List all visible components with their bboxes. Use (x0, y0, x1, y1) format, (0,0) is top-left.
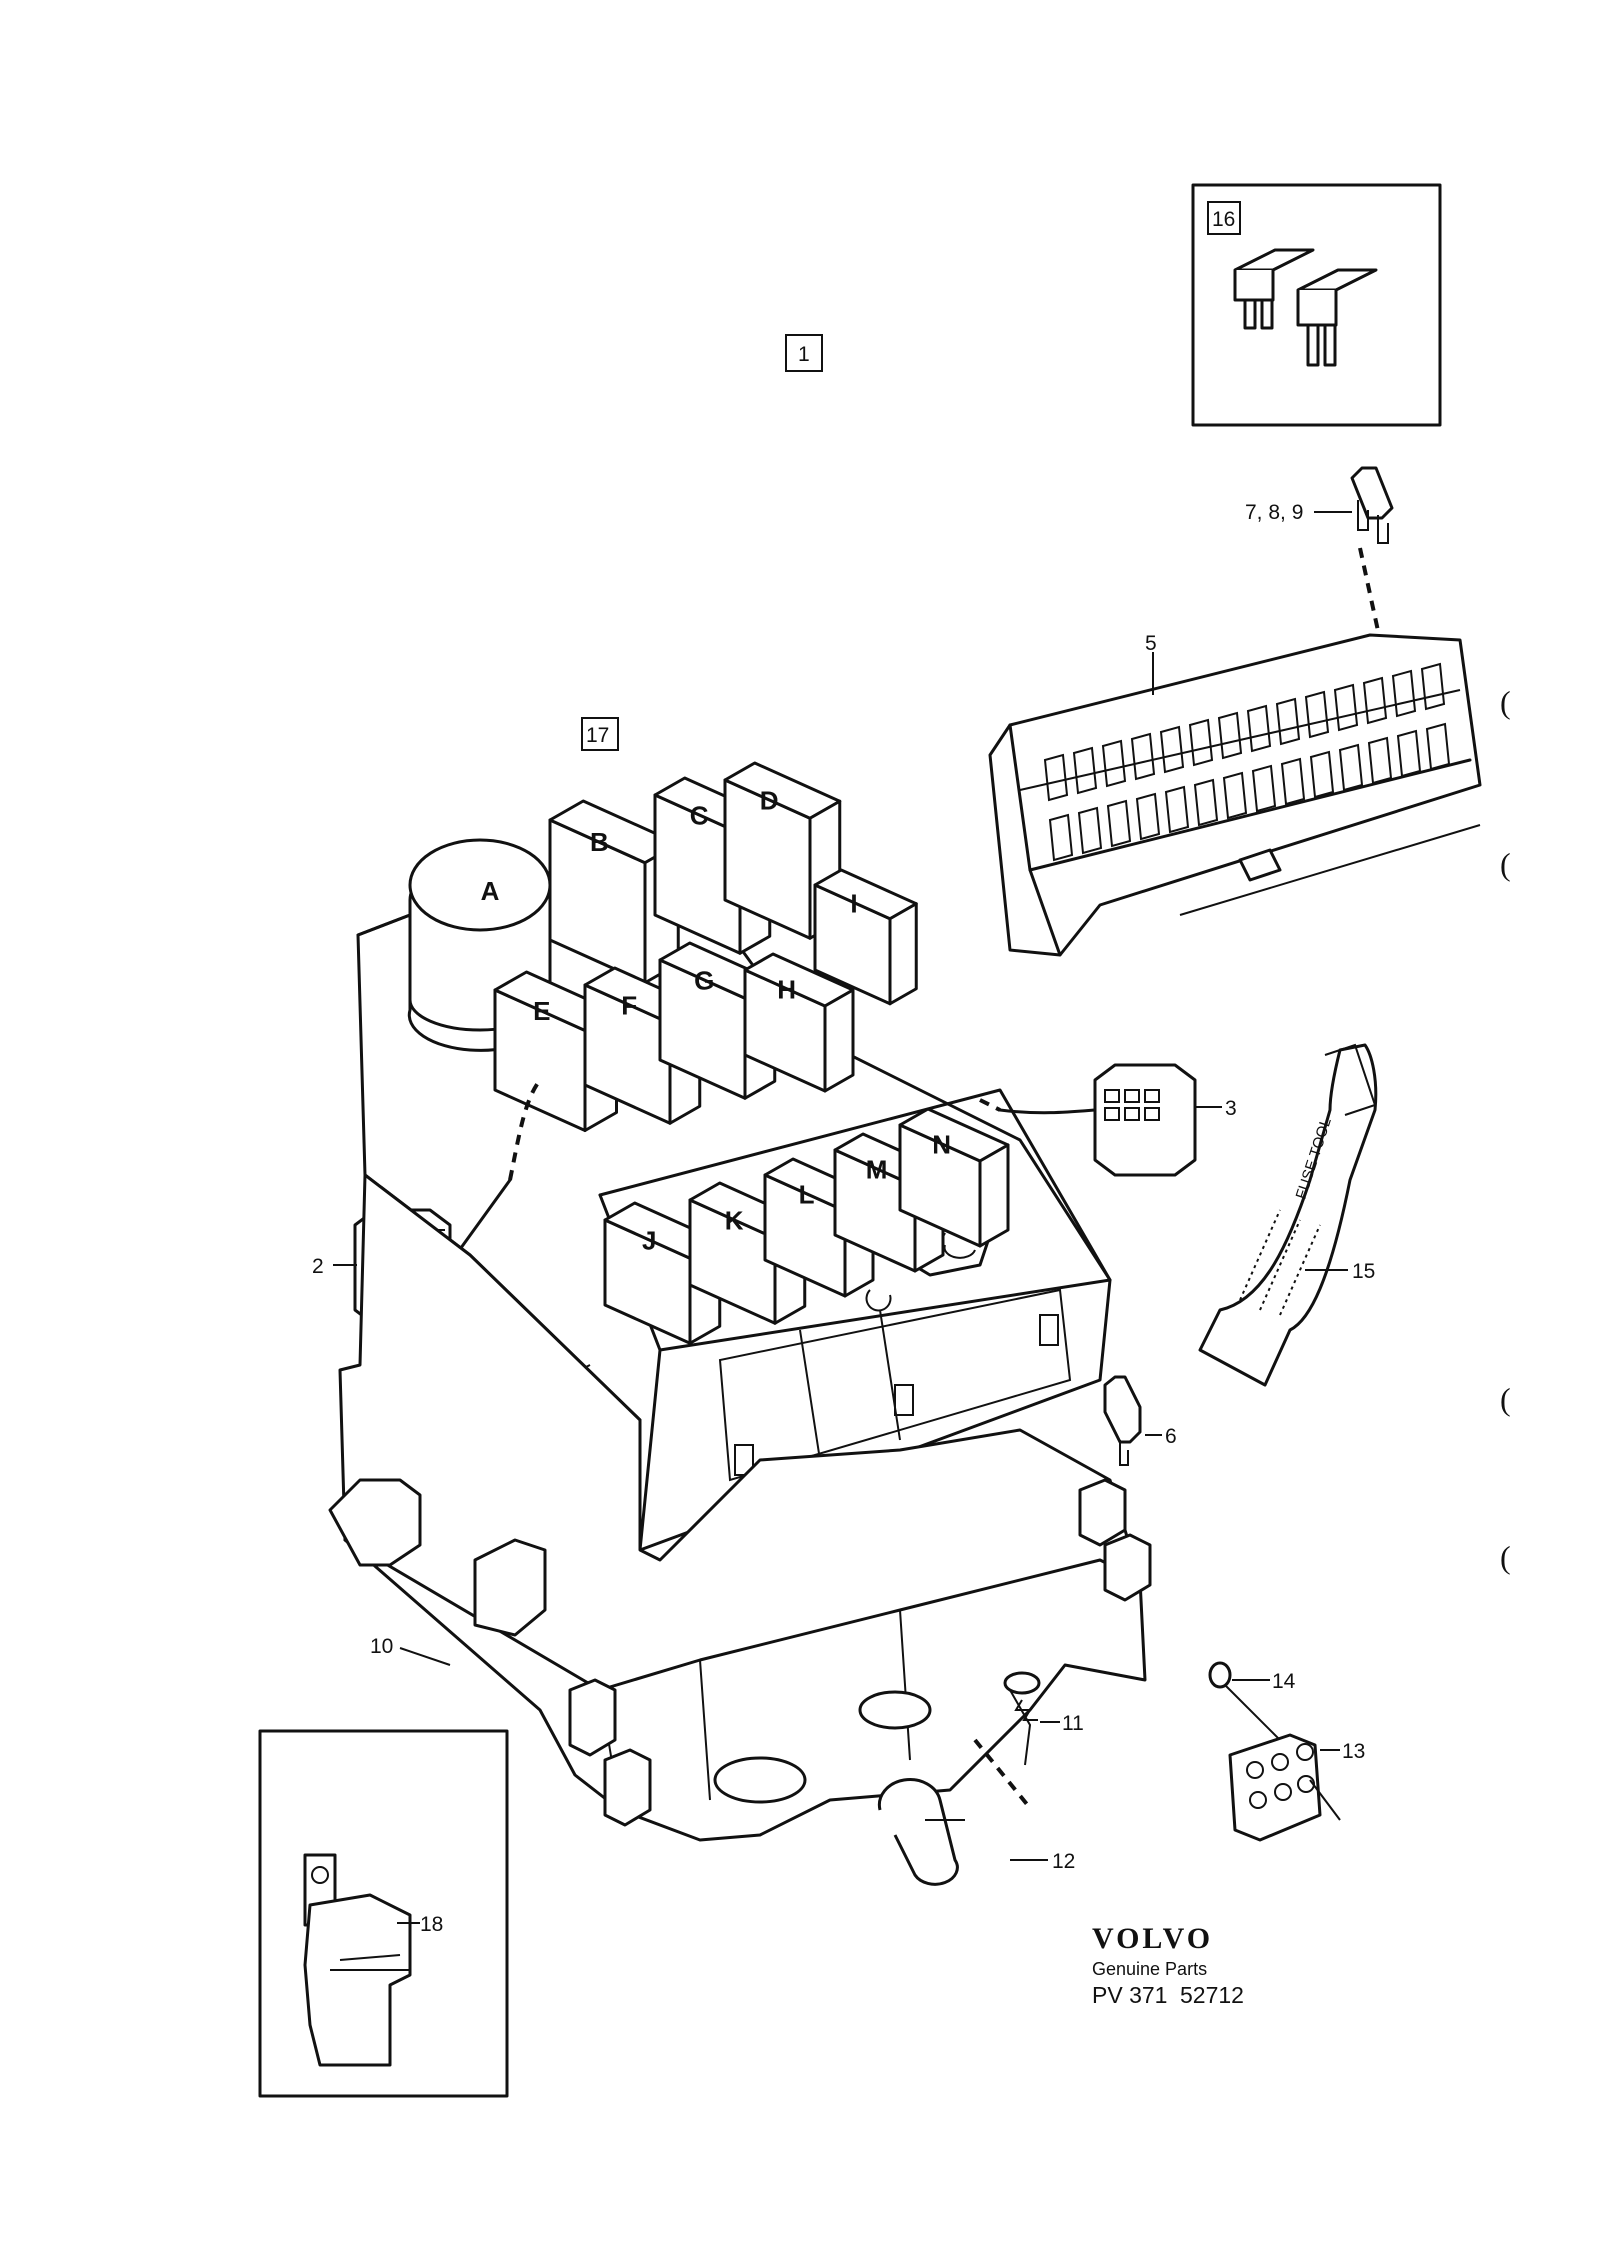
callout-3: 3 (1225, 1097, 1237, 1120)
relay-label-E: E (533, 996, 550, 1026)
relay-N: N (898, 1107, 1010, 1248)
relay-label-A: A (481, 876, 500, 906)
fuse-slot (1101, 739, 1127, 788)
fuse-panel (988, 633, 1482, 957)
fuse-tool: FUSE TOOL (1198, 1043, 1378, 1387)
relay-label-L: L (799, 1179, 815, 1209)
connector-3 (1093, 1063, 1197, 1177)
ref-box-17-frame: 17 (581, 717, 619, 751)
callout-6: 6 (1165, 1425, 1177, 1448)
callout-12: 12 (1052, 1850, 1075, 1873)
inset-fuses: 16 (1191, 183, 1442, 427)
callout-11: 11 (1062, 1712, 1084, 1735)
fuse-insert-path (1358, 547, 1382, 641)
fuse-slot (1188, 718, 1214, 767)
relay-label-N: N (932, 1129, 951, 1159)
brand-logo: VOLVO (1092, 1922, 1213, 1955)
fuse-slot (1072, 746, 1098, 795)
connector-2-route (508, 1078, 542, 1181)
fuse-slot (1246, 704, 1272, 753)
callout-2: 2 (312, 1255, 324, 1278)
leader-10 (399, 1647, 451, 1666)
base-tray (328, 1173, 1152, 1842)
edge-mark-4: ( (1500, 1539, 1511, 1575)
fuse-pair-icon (1233, 248, 1378, 367)
relay-label-B: B (590, 827, 609, 857)
fuse-slot (1251, 764, 1277, 813)
fuse-slot (1159, 725, 1185, 774)
relay-I: I (813, 868, 918, 1006)
terminal-plate-13 (1228, 1733, 1341, 1842)
ref-box-1-frame: 1 (785, 334, 823, 372)
screw-route (973, 1738, 1032, 1810)
fuse-slot (1367, 736, 1393, 785)
connector-3-route (979, 1098, 1001, 1112)
relay-label-J: J (642, 1225, 656, 1255)
fuse-slot (1106, 799, 1132, 848)
relay-J: J (603, 1201, 722, 1345)
part-code-number: 52712 (1180, 1982, 1244, 2008)
edge-mark-1: ( (1500, 684, 1511, 720)
relay-label-H: H (777, 974, 796, 1004)
relay-label-G: G (694, 965, 714, 995)
brand-block: VOLVO Genuine Parts PV 371 52712 (1092, 1922, 1244, 2008)
blade-fuse-icon (1350, 466, 1394, 544)
fuse-slot (1391, 669, 1417, 718)
fuse-slot (1333, 683, 1359, 732)
fuse-slot (1222, 771, 1248, 820)
fuse-slot (1077, 806, 1103, 855)
fuse-slot (1130, 732, 1156, 781)
fuse-slot (1217, 711, 1243, 760)
relay-label-K: K (725, 1205, 744, 1235)
fuse-6 (1103, 1375, 1142, 1466)
callout-10: 10 (370, 1635, 393, 1658)
relay-cube-group: B C D E F G H I J K L M N (493, 761, 1010, 1345)
fuse-slot (1362, 676, 1388, 725)
fuse-slot (1309, 750, 1335, 799)
edge-mark-2: ( (1500, 846, 1511, 882)
ref-box-17: 17 (586, 724, 609, 747)
clamp-12 (877, 1778, 965, 1886)
fuse-slot (1164, 785, 1190, 834)
relay-label-C: C (690, 800, 709, 830)
fuse-slot (1304, 690, 1330, 739)
fuse-slot (1338, 743, 1364, 792)
callout-7-8-9: 7, 8, 9 (1245, 501, 1303, 524)
fuse-slot (1193, 778, 1219, 827)
ref-box-16: 16 (1212, 208, 1235, 231)
part-code-prefix: PV 371 (1092, 1982, 1167, 2008)
fuse-slot (1425, 722, 1451, 771)
relay-label-M: M (866, 1154, 888, 1184)
relay-label-I: I (850, 889, 857, 919)
inset-18 (258, 1729, 509, 2098)
fuse-slot (1043, 753, 1069, 802)
callout-5: 5 (1145, 632, 1157, 655)
screw-11 (1003, 1671, 1041, 1766)
callout-18: 18 (420, 1913, 443, 1936)
relay-label-D: D (760, 785, 779, 815)
fuse-slot (1420, 662, 1446, 711)
relay-H: H (743, 952, 855, 1093)
fuse-slot (1135, 792, 1161, 841)
fuse-slot (1048, 813, 1074, 862)
ref-box-1: 1 (798, 343, 810, 366)
callout-15: 15 (1352, 1260, 1375, 1283)
fuse-slot (1280, 757, 1306, 806)
relay-label-F: F (621, 990, 637, 1020)
fuse-slot-grid (1043, 662, 1451, 862)
fuse-slot (1275, 697, 1301, 746)
callout-14: 14 (1272, 1670, 1296, 1693)
fuse-slot (1396, 729, 1422, 778)
edge-mark-3: ( (1500, 1381, 1511, 1417)
brand-tagline: Genuine Parts (1092, 1959, 1207, 1979)
callout-13: 13 (1342, 1740, 1365, 1763)
screw-14 (1208, 1661, 1286, 1746)
